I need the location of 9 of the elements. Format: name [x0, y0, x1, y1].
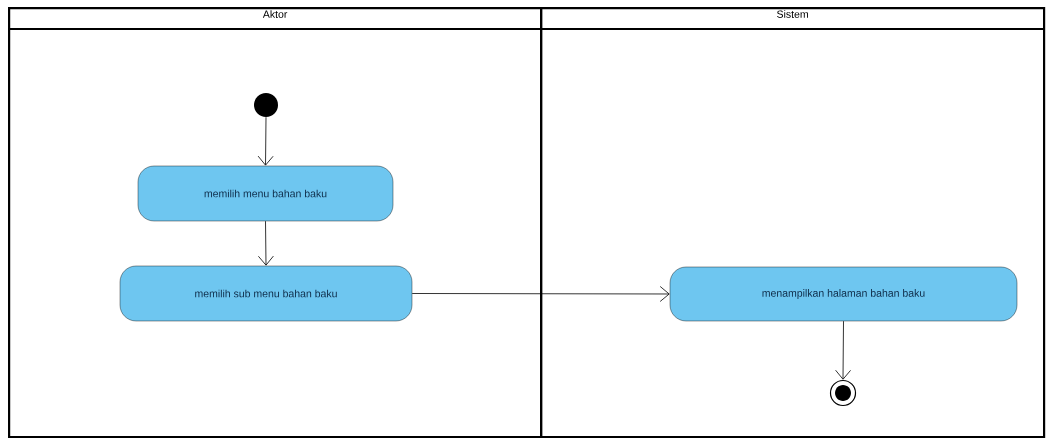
- arrow: [257, 116, 274, 166]
- activity-box: memilih menu bahan baku: [137, 165, 394, 222]
- arrow: [258, 220, 274, 266]
- arrow: [835, 320, 851, 380]
- start-node: [254, 93, 278, 117]
- arrow: [411, 286, 670, 302]
- end-node: [829, 379, 857, 407]
- activity-box: memilih sub menu bahan baku: [119, 265, 413, 322]
- activity-box: menampilkan halaman bahan baku: [669, 266, 1018, 322]
